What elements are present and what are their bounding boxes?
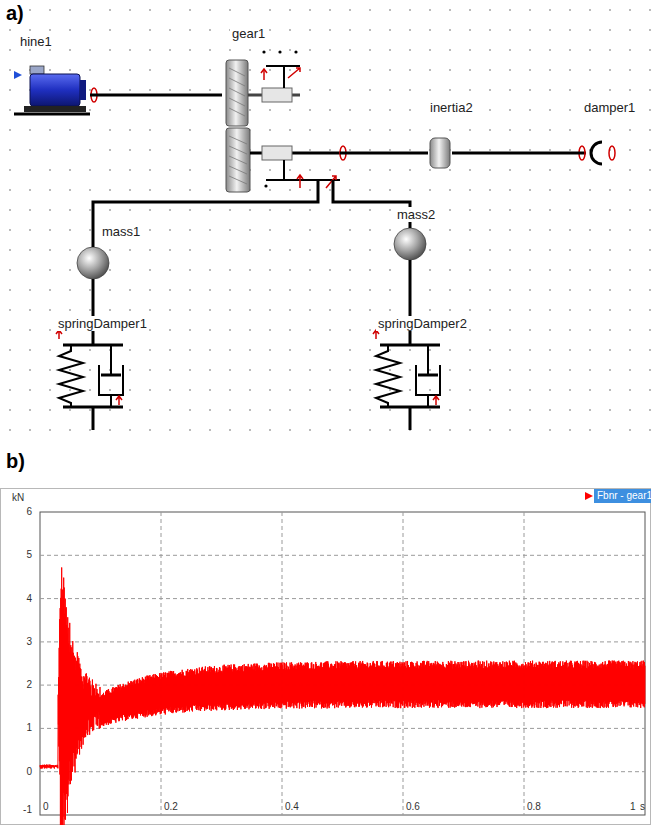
chart-panel [0,488,651,825]
panel-tag: a) [6,2,24,25]
axis-label: 6 [26,506,32,518]
shaft-connection [93,192,318,247]
component-node: springDamper1 [53,335,133,410]
spring-damper-symbol [56,330,123,430]
spring-damper-symbol [373,330,440,430]
component-name: hine1 [18,34,54,49]
component-node: damper1 [580,136,614,170]
signal-trace [40,567,645,825]
panel-tag: b) [6,450,25,473]
motor-symbol [14,66,97,114]
component-node: hine1 [14,64,90,116]
axis-label: s [640,801,645,813]
axis-label: 2 [26,679,32,691]
axis-label: 1 [26,722,32,734]
diagram-illustration [0,0,651,440]
inertia-symbol [430,138,450,168]
component-name: springDamper1 [56,316,149,331]
component-name: damper1 [582,100,637,115]
axis-label: kN [12,492,24,504]
axis-label: 1 [630,801,636,813]
axis-label: -1 [23,804,32,816]
component-node: mass1 [77,247,109,279]
legend-item: Fbnr - gear1 [584,489,651,503]
shaft-connection [452,152,580,155]
mass-symbol [77,247,109,279]
component-name: mass1 [100,224,142,239]
component-node: inertia2 [428,136,452,170]
axis-label: 4 [26,593,32,605]
legend-text: Fbnr - gear1 [594,489,651,503]
legend-swatch [585,492,593,500]
component-node: mass2 [394,228,426,260]
axis-label: 5 [26,549,32,561]
axis-label: 0 [26,766,32,778]
axis-label: 0.8 [527,801,541,813]
shaft-connection [340,152,428,155]
component-name: springDamper2 [376,316,469,331]
component-node: springDamper2 [370,335,450,410]
shaft-connection [90,94,222,97]
damper-symbol [579,142,615,164]
component-name: gear1 [230,26,267,41]
axis-label: 0 [43,801,49,813]
component-name: mass2 [395,207,437,222]
component-name: inertia2 [428,100,475,115]
component-node: gear1 [222,58,340,192]
gear-symbol [226,50,346,192]
legend-swatch [584,491,594,501]
axis-label: 0.2 [164,801,178,813]
axis-label: 0.6 [406,801,420,813]
axis-label: 0.4 [285,801,299,813]
mass-symbol [394,228,426,260]
axis-label: 3 [26,636,32,648]
